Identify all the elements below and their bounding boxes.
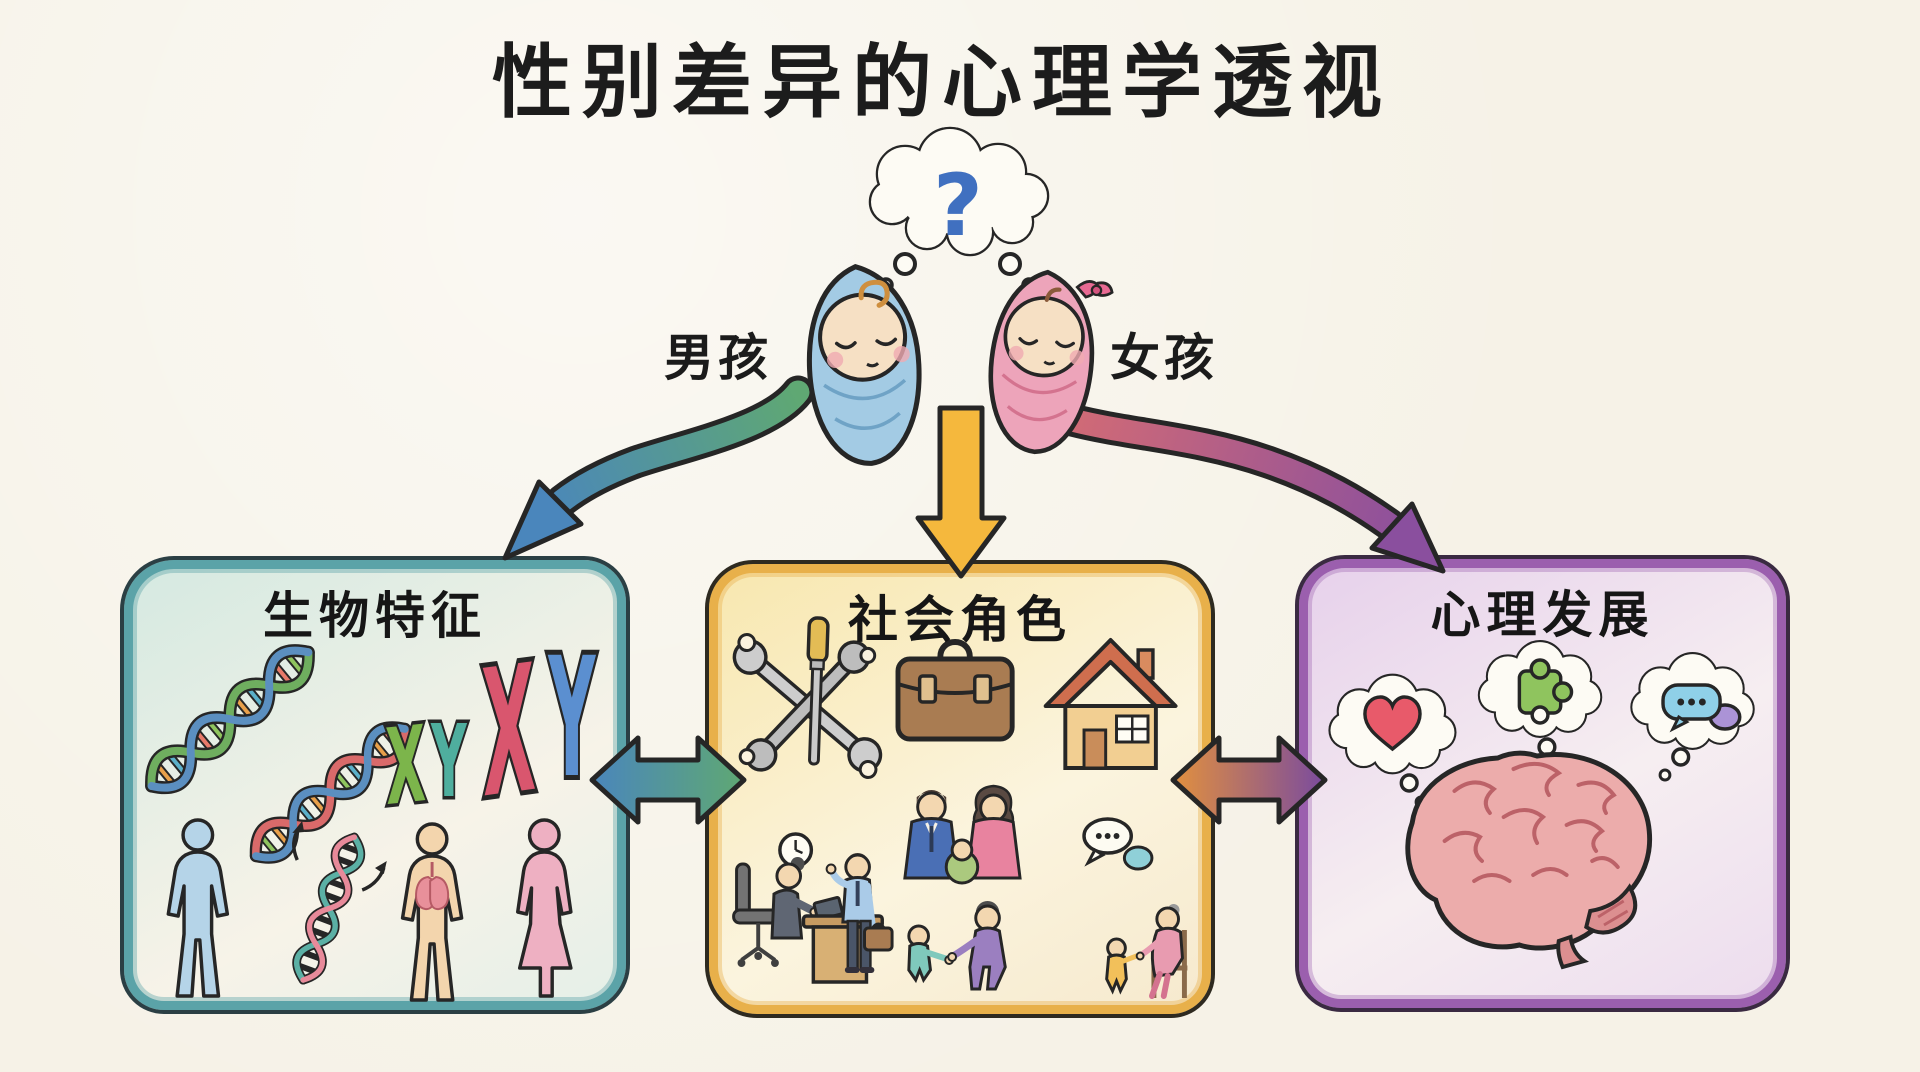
boy-baby-illustration [806,264,922,466]
chat-thought-bubble-icon [1632,654,1752,782]
psychology-box: 心理发展 [1295,555,1790,1012]
brain-icon [1405,750,1653,970]
social-box-title: 社会角色 [848,591,1072,649]
dna-strand-arrows-icon [292,821,387,985]
office-meeting-icon [732,853,894,984]
biology-box-art: X Y X Y [145,619,600,1002]
biology-box-title: 生物特征 [263,587,487,645]
chromosome-y-large: Y [547,622,596,814]
social-box: 社会角色 [705,560,1215,1018]
xy-chromosomes-small-icon: X Y [382,700,470,832]
boy-label: 男孩 [664,329,772,387]
female-silhouette-icon [516,818,573,998]
caregiver-with-toddler-icon [1105,904,1188,999]
briefcase-icon [895,639,1015,742]
biology-box: X Y X Y [120,556,630,1014]
male-silhouette-icon [166,818,230,998]
social-box-art [732,616,1188,999]
chromosome-y-small: Y [430,703,467,820]
body-with-lungs-icon [400,822,464,1002]
chromosome-x-large: X [480,628,537,837]
girl-label: 女孩 [1110,329,1218,387]
arrow-babies-to-biology [502,375,815,561]
psychology-box-art [1299,559,1786,970]
dna-helix-icon [145,644,315,795]
chromosome-x-small: X [384,702,427,829]
house-icon [1043,638,1178,770]
speech-bubbles-icon [1082,817,1154,871]
puzzle-thought-bubble-icon [1480,642,1600,774]
question-mark-icon: ? [933,156,983,256]
parent-child-hands-icon [907,901,1007,991]
dna-helix-icon [249,721,411,864]
xy-chromosomes-large-icon: X Y [477,619,600,840]
bow-icon [1075,280,1114,299]
psychology-box-title: 心理发展 [1430,586,1655,644]
family-with-baby-icon [903,784,1022,885]
page-title: 性别差异的心理学透视 [492,36,1392,129]
